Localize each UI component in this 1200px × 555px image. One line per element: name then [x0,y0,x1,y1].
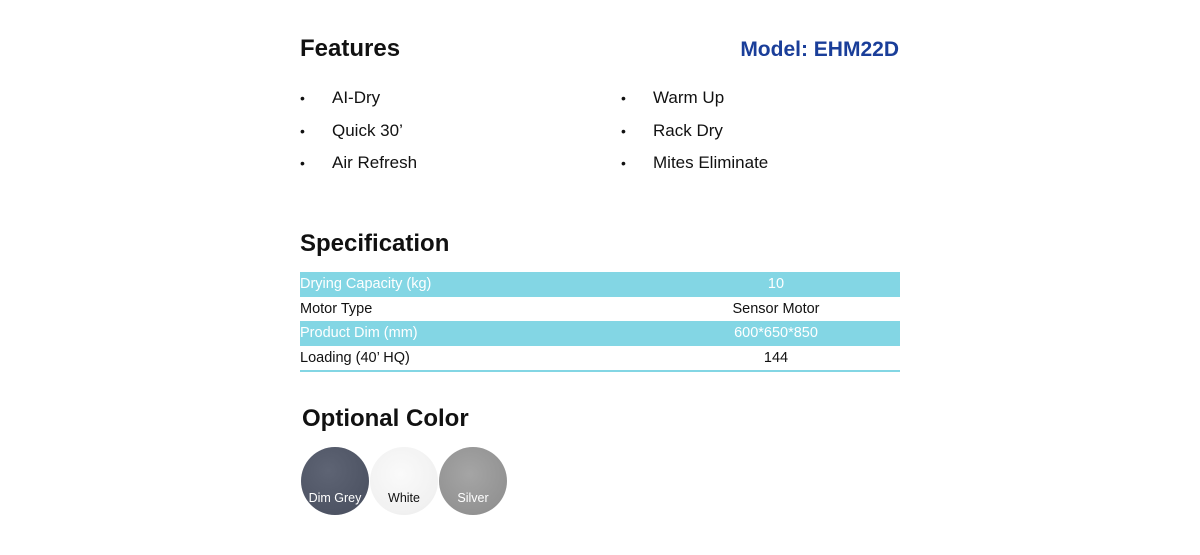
model-number: Model: EHM22D [740,38,899,61]
table-row: Drying Capacity (kg) 10 [300,272,900,297]
spec-value: 144 [652,345,900,372]
feature-item-quick-30: • Quick 30’ [300,119,580,152]
feature-item-ai-dry: • AI-Dry [300,86,580,119]
swatch-label: Silver [457,491,489,505]
table-row: Product Dim (mm) 600*650*850 [300,321,900,346]
feature-label: Quick 30’ [332,120,403,140]
swatch-label: White [388,491,420,505]
feature-item-rack-dry: • Rack Dry [621,119,901,152]
spec-name: Motor Type [300,296,652,321]
feature-item-air-refresh: • Air Refresh [300,151,580,184]
specification-heading: Specification [300,230,450,257]
bullet-icon: • [621,155,626,171]
feature-item-mites-eliminate: • Mites Eliminate [621,151,901,184]
spec-value: Sensor Motor [652,296,900,321]
bullet-icon: • [300,122,305,139]
features-list-left: • AI-Dry • Quick 30’ • Air Refresh [300,86,580,184]
bullet-icon: • [621,122,626,139]
bullet-icon: • [300,155,305,171]
feature-label: Mites Eliminate [653,153,769,172]
spec-value: 10 [652,272,900,297]
color-swatch-white: White [370,447,438,515]
spec-value: 600*650*850 [652,321,900,346]
swatch-label: Dim Grey [308,491,362,505]
spec-name: Loading (40’ HQ) [300,345,652,372]
table-row: Motor Type Sensor Motor [300,296,900,321]
feature-label: Rack Dry [653,120,723,140]
bullet-icon: • [300,90,305,106]
table-row: Loading (40’ HQ) 144 [300,345,900,372]
feature-label: Warm Up [653,88,725,107]
feature-item-warm-up: • Warm Up [621,86,901,119]
specification-table: Drying Capacity (kg) 10 Motor Type Senso… [300,272,900,372]
color-swatch-dim-grey: Dim Grey [301,447,369,515]
spec-name: Drying Capacity (kg) [300,272,652,297]
feature-label: Air Refresh [332,153,418,172]
features-list-right: • Warm Up • Rack Dry • Mites Eliminate [621,86,901,184]
spec-name: Product Dim (mm) [300,321,652,346]
feature-label: AI-Dry [332,88,381,107]
optional-color-heading: Optional Color [302,405,469,432]
color-swatch-silver: Silver [439,447,507,515]
features-heading: Features [300,35,401,62]
bullet-icon: • [621,90,626,106]
